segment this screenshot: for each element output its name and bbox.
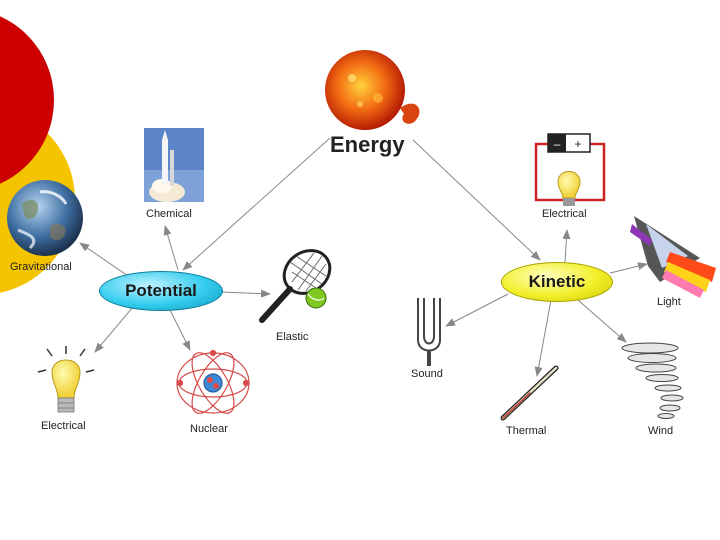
- potential-node: Potential: [99, 271, 223, 311]
- arrow-kinetic-thermal: [534, 299, 552, 377]
- label-wind: Wind: [648, 425, 674, 437]
- diagram-title: Energy: [330, 132, 405, 157]
- arrow-energy-kinetic: [412, 139, 541, 261]
- label-potential-electrical: Electrical: [41, 420, 86, 432]
- svg-text:+: +: [574, 137, 581, 151]
- decorative-red-arc: [0, 16, 54, 184]
- arrow-potential-chemical: [163, 225, 179, 271]
- thermometer-icon: [500, 365, 559, 421]
- rocket-icon: [144, 128, 204, 202]
- label-elastic: Elastic: [276, 331, 309, 343]
- arrow-kinetic-light: [609, 262, 648, 274]
- label-sound: Sound: [411, 368, 443, 380]
- arrow-potential-gravitational: [79, 242, 129, 277]
- sun-icon: [325, 50, 420, 130]
- tuning-fork-icon: [417, 298, 441, 366]
- label-thermal: Thermal: [506, 425, 547, 437]
- light-bulb-icon: [37, 346, 95, 413]
- label-kinetic-electrical: Electrical: [542, 208, 587, 220]
- arrow-kinetic-wind: [577, 299, 627, 343]
- prism-icon: [630, 216, 716, 298]
- arrow-potential-nuclear: [169, 309, 191, 351]
- arrow-energy-potential: [182, 137, 331, 271]
- earth-icon: [7, 180, 83, 256]
- connector-arrows: [79, 137, 648, 377]
- arrow-kinetic-electrical: [562, 229, 571, 263]
- label-light: Light: [657, 296, 681, 308]
- label-nuclear: Nuclear: [190, 423, 228, 435]
- kinetic-node: Kinetic: [501, 262, 613, 302]
- tennis-racket-icon: [259, 249, 332, 323]
- label-gravitational: Gravitational: [10, 261, 72, 273]
- label-chemical: Chemical: [146, 208, 192, 220]
- svg-text:–: –: [554, 137, 561, 151]
- battery-circuit-icon: – +: [534, 133, 606, 206]
- arrow-kinetic-sound: [445, 293, 509, 327]
- tornado-icon: [621, 342, 684, 419]
- arrow-potential-electrical: [94, 306, 134, 353]
- arrow-potential-elastic: [220, 289, 271, 298]
- atom-icon: [176, 349, 250, 414]
